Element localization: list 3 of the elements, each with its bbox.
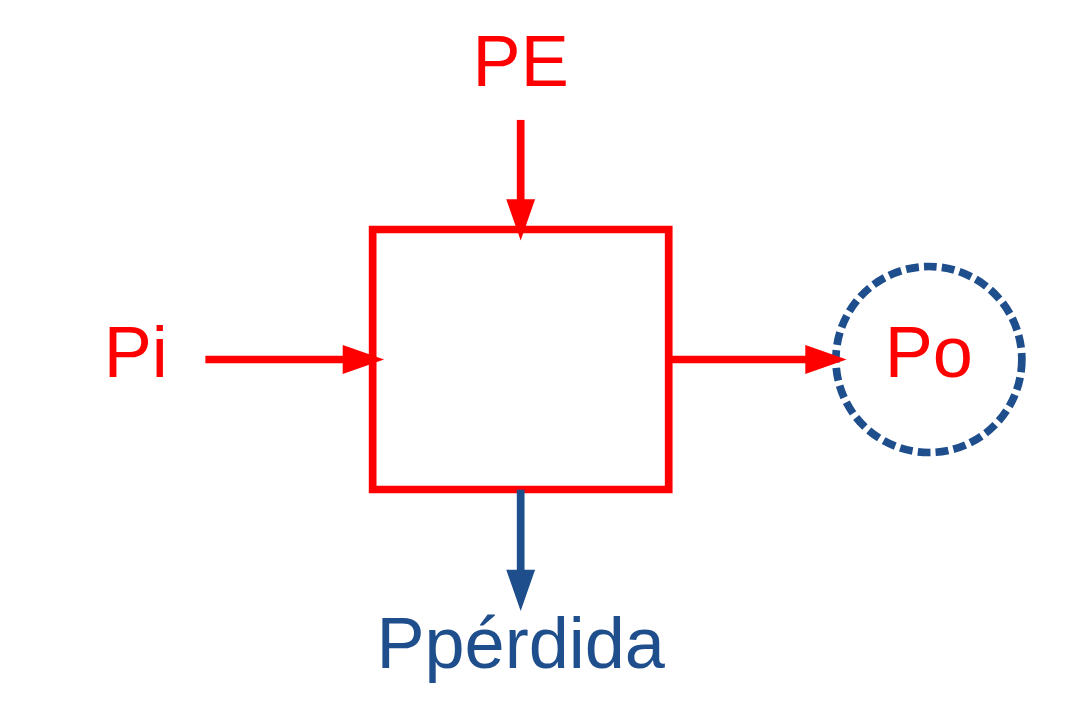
node-text: Pi [103,312,168,393]
node-text: PE [472,21,569,102]
node-text: Ppérdida [376,603,665,684]
